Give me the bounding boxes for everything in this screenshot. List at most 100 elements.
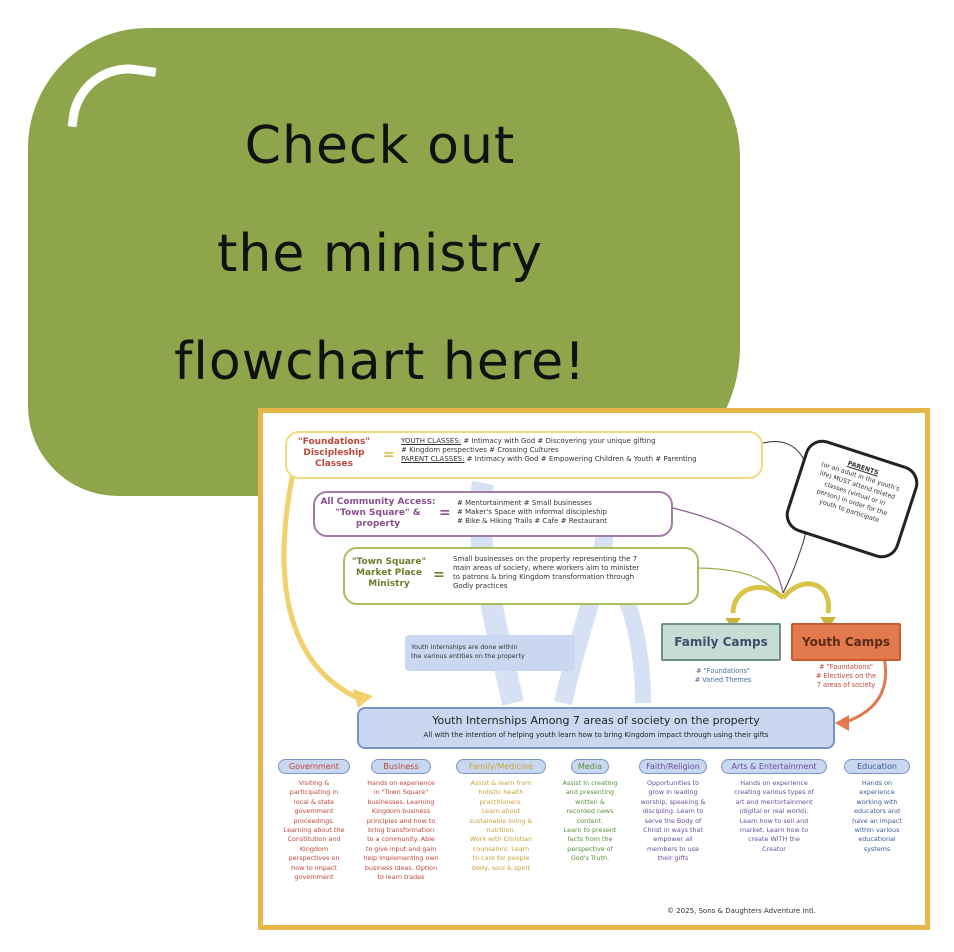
area-description-line: nutrition. — [486, 826, 516, 835]
area-description-line: Learning about the — [283, 826, 345, 835]
area-description-line: facts from the — [567, 835, 613, 844]
area-description-line: Kingdom business — [371, 807, 431, 816]
area-description-line: to learn trades — [377, 873, 425, 882]
connector-foundations — [281, 472, 360, 701]
area-description-line: content. — [576, 816, 604, 825]
community-label: All Community Access: "Town Square" & pr… — [319, 497, 437, 530]
area-description-line: government — [294, 807, 334, 816]
label-line: "Foundations" — [297, 437, 370, 447]
area-description-line: God's Truth. — [570, 854, 610, 863]
internships-subtitle: All with the intention of helping youth … — [423, 731, 769, 739]
area-description-line: to care for people — [472, 854, 530, 863]
area-pill-3: Media — [571, 759, 609, 774]
area-pill-1: Business — [371, 759, 431, 774]
area-description-line: body, soul & spirit — [471, 863, 531, 872]
area-description-line: business ideas. Option — [364, 863, 438, 872]
area-description-line: and presenting — [565, 788, 615, 797]
area-description-line: Creator — [762, 844, 786, 853]
area-description-line: written & — [575, 797, 605, 806]
parent-classes-text: # Intimacy with God # Empowering Childre… — [466, 455, 697, 463]
area-description-line: educators and — [854, 807, 900, 816]
area-description-line: Christ in ways that — [643, 826, 703, 835]
community-box: All Community Access: "Town Square" & pr… — [313, 491, 673, 537]
youth-classes-text: # Intimacy with God # Discovering your u… — [463, 437, 656, 445]
area-description-line: to a community. Able — [367, 835, 435, 844]
note-line: the various entities on the property — [411, 652, 525, 660]
area-description-line: creating various types of — [734, 788, 814, 797]
area-description-line: their gifts — [657, 854, 689, 863]
area-description-line: grow in leading — [648, 788, 698, 797]
equals-icon: = — [439, 505, 451, 521]
market-label: "Town Square" Market Place Ministry — [349, 557, 429, 590]
youth-camps-box: Youth Camps — [791, 623, 901, 661]
area-description-line: local & state — [293, 797, 335, 806]
area-description-line: to give input and gain — [365, 844, 437, 853]
area-description-line: market. Learn how to — [739, 826, 809, 835]
community-item: # Mentortainment # Small businesses — [457, 499, 592, 507]
area-description-line: create WITH the — [748, 835, 800, 844]
label-line: All Community Access: — [320, 497, 436, 507]
area-pill-0: Government — [278, 759, 350, 774]
area-description-line: Hands on experience — [740, 779, 808, 787]
area-description-line: in "Town Square" — [373, 788, 429, 797]
headline-line-1: Check out — [244, 116, 516, 176]
area-description-line: proceedings. — [293, 816, 335, 825]
area-pill-6: Education — [844, 759, 910, 774]
family-camps-notes: # "Foundations" # Varied Themes — [663, 667, 783, 685]
label-line: "Town Square" — [351, 557, 427, 567]
arrow-head — [353, 689, 373, 708]
connector-market — [692, 567, 779, 594]
area-description-line: Work with Christian — [469, 835, 533, 844]
flowchart-image[interactable]: "Foundations" Discipleship Classes = YOU… — [258, 408, 930, 930]
area-description-line: Assist & learn from — [470, 779, 532, 787]
area-description-line: counselors. Learn — [472, 844, 530, 853]
internship-note: Youth internships are done within the va… — [405, 635, 575, 671]
area-description-line: empower all — [653, 835, 693, 844]
note-line: Youth internships are done within — [411, 643, 518, 651]
internships-box: Youth Internships Among 7 areas of socie… — [357, 707, 835, 749]
area-description-line: working with — [856, 797, 898, 806]
label-line: Ministry — [368, 579, 410, 589]
area-description-line: perspectives on — [288, 854, 340, 863]
market-text: Small businesses on the property represe… — [453, 555, 693, 591]
area-description-line: Assist in creating — [562, 779, 618, 787]
area-description-line: practitioners. — [479, 797, 523, 806]
area-description-line: Visiting & — [298, 779, 330, 787]
label-line: Market Place — [356, 568, 422, 578]
foundations-label: "Foundations" Discipleship Classes — [289, 437, 379, 470]
family-camps-title: Family Camps — [674, 635, 768, 649]
area-description-line: bring transformation — [367, 826, 435, 835]
community-item: # Maker's Space with informal disciplesh… — [457, 508, 607, 516]
camp-note: 7 areas of society — [816, 681, 876, 689]
equals-icon: = — [433, 567, 445, 583]
area-description-line: have an impact — [852, 816, 902, 825]
market-line: to patrons & bring Kingdom transformatio… — [453, 573, 635, 581]
area-description-line: participating in — [289, 788, 339, 797]
area-description-line: Kingdom — [299, 844, 329, 853]
headline[interactable]: Check out the ministry flowchart here! — [120, 92, 640, 416]
camp-note: # Electives on the — [815, 672, 877, 680]
youth-classes-title: YOUTH CLASSES: — [401, 437, 462, 445]
community-item: # Bike & Hiking Trails # Cafe # Restaura… — [457, 517, 608, 525]
area-description-line: worship, speaking & — [640, 797, 706, 806]
area-description-line: Hands on — [861, 779, 893, 787]
youth-camps-title: Youth Camps — [802, 635, 890, 649]
camp-note: # "Foundations" — [819, 663, 873, 671]
foundations-box: "Foundations" Discipleship Classes = YOU… — [285, 431, 763, 479]
area-description-line: art and mentortainment — [735, 797, 813, 806]
area-description-line: serve the Body of — [644, 816, 702, 825]
camp-note: # Varied Themes — [694, 676, 752, 684]
connector-youth-internships — [842, 652, 888, 725]
copyright: © 2025, Sons & Daughters Adventure Intl. — [667, 907, 816, 915]
foundations-text: YOUTH CLASSES: # Intimacy with God # Dis… — [401, 437, 761, 464]
label-line: "Town Square" & — [335, 508, 421, 518]
area-description-line: Learn to present — [563, 826, 617, 835]
market-line: main areas of society, where workers aim… — [453, 564, 640, 572]
area-description-line: within various — [854, 826, 900, 835]
area-description-line: Opportunities to — [646, 779, 700, 787]
area-pill-4: Faith/Religion — [639, 759, 707, 774]
